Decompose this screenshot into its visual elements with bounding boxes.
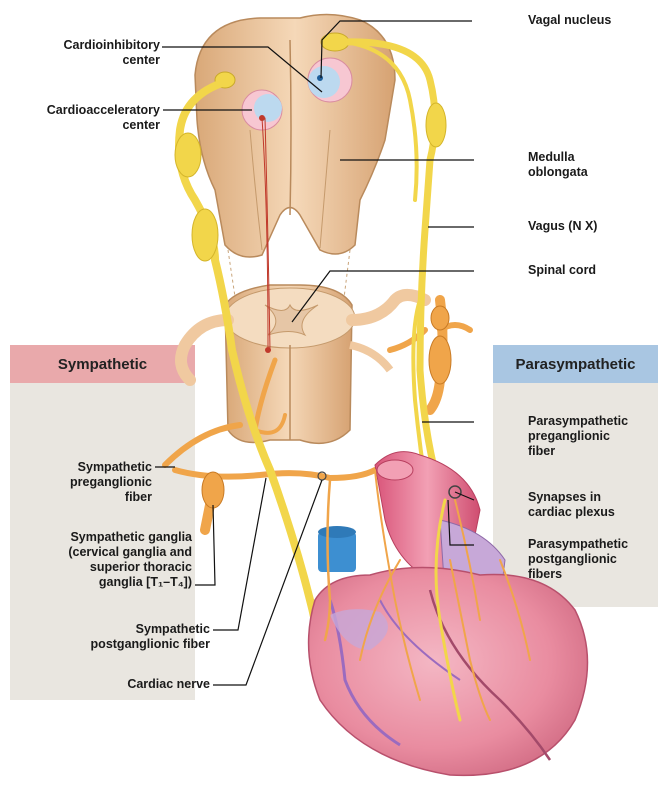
label-line: Vagal nucleus (528, 13, 611, 28)
label-vagal-nucleus: Vagal nucleus (528, 13, 611, 28)
label-line: Parasympathetic (528, 537, 628, 552)
label-sympathetic-preganglionic-fiber: Sympathetic preganglionic fiber (70, 460, 152, 505)
label-synapses-cardiac-plexus: Synapses in cardiac plexus (528, 490, 615, 520)
sympathetic-ganglion (202, 472, 224, 508)
label-line: Spinal cord (528, 263, 596, 278)
label-line: (cervical ganglia and (68, 545, 192, 560)
label-line: superior thoracic (68, 560, 192, 575)
label-line: Synapses in (528, 490, 615, 505)
label-line: postganglionic fiber (91, 637, 210, 652)
label-vagus: Vagus (N X) (528, 219, 597, 234)
label-line: cardiac plexus (528, 505, 615, 520)
label-line: preganglionic (70, 475, 152, 490)
label-line: preganglionic (528, 429, 628, 444)
label-sympathetic-postganglionic-fiber: Sympathetic postganglionic fiber (91, 622, 210, 652)
label-spinal-cord: Spinal cord (528, 263, 596, 278)
label-line: Sympathetic (70, 460, 152, 475)
label-cardioinhibitory-center: Cardioinhibitory center (63, 38, 160, 68)
label-line: postganglionic (528, 552, 628, 567)
spinal-cord (181, 285, 425, 443)
label-line: Medulla (528, 150, 588, 165)
label-line: Parasympathetic (528, 414, 628, 429)
label-line: Cardiac nerve (127, 677, 210, 692)
label-parasympathetic-postganglionic-fibers: Parasympathetic postganglionic fibers (528, 537, 628, 582)
label-line: fiber (70, 490, 152, 505)
label-sympathetic-ganglia: Sympathetic ganglia (cervical ganglia an… (68, 530, 192, 590)
label-line: Sympathetic ganglia (68, 530, 192, 545)
label-line: center (63, 53, 160, 68)
label-line: Cardioacceleratory (47, 103, 160, 118)
cardioinhibitory-center (308, 58, 352, 102)
label-line: ganglia [T₁–T₄]) (68, 575, 192, 590)
label-line: Sympathetic (91, 622, 210, 637)
medulla-oblongata (195, 14, 395, 257)
label-line: Cardioinhibitory (63, 38, 160, 53)
label-line: fiber (528, 444, 628, 459)
label-line: center (47, 118, 160, 133)
label-medulla-oblongata: Medulla oblongata (528, 150, 588, 180)
label-parasympathetic-preganglionic-fiber: Parasympathetic preganglionic fiber (528, 414, 628, 459)
label-cardiac-nerve: Cardiac nerve (127, 677, 210, 692)
label-cardioacceleratory-center: Cardioacceleratory center (47, 103, 160, 133)
label-line: oblongata (528, 165, 588, 180)
label-line: Vagus (N X) (528, 219, 597, 234)
label-line: fibers (528, 567, 628, 582)
